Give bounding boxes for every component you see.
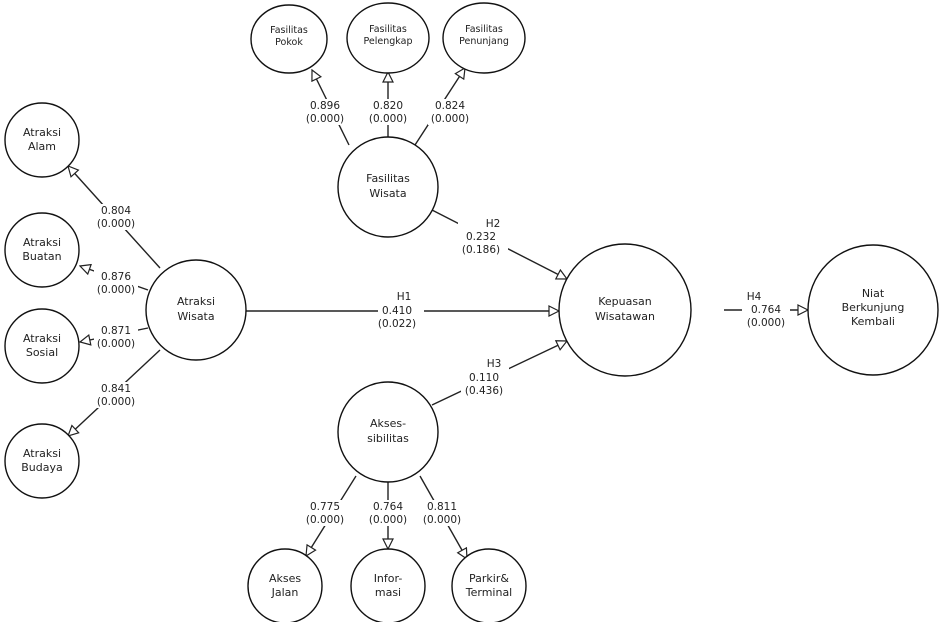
loading-parkir-terminal-value: 0.811 xyxy=(427,501,457,513)
fasilitas-penunjang-label-line1: Fasilitas xyxy=(465,24,503,35)
loading-fasilitas-penunjang-p: (0.000) xyxy=(431,113,469,125)
label-bg xyxy=(94,270,138,296)
h4-p: (0.000) xyxy=(747,317,785,329)
node-akses-jalan: Akses Jalan xyxy=(247,548,323,624)
kepuasan-wisatawan-label-line1: Kepuasan xyxy=(598,295,652,308)
h1-p: (0.022) xyxy=(378,318,416,330)
niat-label-line1: Niat xyxy=(862,287,885,300)
node-fasilitas-penunjang: Fasilitas Penunjang xyxy=(442,2,526,74)
label-bg xyxy=(420,500,464,526)
loading-informasi-value: 0.764 xyxy=(373,501,403,513)
node-parkir-terminal: Parkir& Terminal xyxy=(451,548,527,624)
h3-value: 0.110 xyxy=(469,372,499,384)
h3-label: H3 xyxy=(487,358,502,370)
niat-label-line3: Kembali xyxy=(851,315,895,328)
atraksi-buatan-label-line2: Buatan xyxy=(22,250,61,263)
atraksi-alam-label-line2: Alam xyxy=(28,140,56,153)
fasilitas-pokok-label-line1: Fasilitas xyxy=(270,25,308,36)
h4-label: H4 xyxy=(747,291,762,303)
loading-fasilitas-pelengkap-p: (0.000) xyxy=(369,113,407,125)
fasilitas-penunjang-label-line2: Penunjang xyxy=(459,36,509,47)
atraksi-budaya-label-line2: Budaya xyxy=(21,461,63,474)
loading-atraksi-alam-p: (0.000) xyxy=(97,218,135,230)
niat-label-line2: Berkunjung xyxy=(842,301,905,314)
parkir-terminal-label-line2: Terminal xyxy=(465,586,513,599)
label-bg xyxy=(428,99,472,125)
atraksi-budaya-label-line1: Atraksi xyxy=(23,447,61,460)
label-bg xyxy=(366,500,410,526)
label-bg xyxy=(303,99,347,125)
loading-fasilitas-pokok-p: (0.000) xyxy=(306,113,344,125)
node-atraksi-buatan: Atraksi Buatan xyxy=(4,212,80,288)
loading-informasi-p: (0.000) xyxy=(369,514,407,526)
h3-p: (0.436) xyxy=(465,385,503,397)
fasilitas-pelengkap-label-line1: Fasilitas xyxy=(369,24,407,35)
loading-akses-jalan-p: (0.000) xyxy=(306,514,344,526)
loading-atraksi-budaya-p: (0.000) xyxy=(97,396,135,408)
informasi-label-line2: masi xyxy=(375,586,401,599)
loading-atraksi-sosial-value: 0.871 xyxy=(101,325,131,337)
fasilitas-pelengkap-label-line2: Pelengkap xyxy=(364,36,413,47)
label-bg xyxy=(378,290,424,330)
label-bg xyxy=(94,324,138,350)
loading-atraksi-budaya-value: 0.841 xyxy=(101,383,131,395)
node-atraksi-alam: Atraksi Alam xyxy=(4,102,80,178)
label-bg xyxy=(458,217,508,256)
atraksi-wisata-label-line1: Atraksi xyxy=(177,295,215,308)
node-atraksi-wisata: Atraksi Wisata xyxy=(145,259,247,361)
h1-label: H1 xyxy=(397,291,412,303)
loading-fasilitas-pelengkap-value: 0.820 xyxy=(373,100,403,112)
h1-value: 0.410 xyxy=(382,305,412,317)
atraksi-wisata-label-line2: Wisata xyxy=(177,310,214,323)
label-bg xyxy=(94,382,138,408)
loading-atraksi-buatan-value: 0.876 xyxy=(101,271,131,283)
label-bg xyxy=(742,290,790,330)
h2-p: (0.186) xyxy=(462,244,500,256)
label-bg xyxy=(366,99,410,125)
loading-atraksi-sosial-p: (0.000) xyxy=(97,338,135,350)
fasilitas-pokok-label-line2: Pokok xyxy=(275,37,303,48)
node-fasilitas-pelengkap: Fasilitas Pelengkap xyxy=(346,2,430,74)
loading-fasilitas-penunjang-value: 0.824 xyxy=(435,100,465,112)
atraksi-alam-label-line1: Atraksi xyxy=(23,126,61,139)
loading-fasilitas-pokok-value: 0.896 xyxy=(310,100,340,112)
informasi-label-line1: Infor- xyxy=(374,572,403,585)
atraksi-buatan-label-line1: Atraksi xyxy=(23,236,61,249)
label-bg xyxy=(94,204,138,230)
loading-atraksi-buatan-p: (0.000) xyxy=(97,284,135,296)
loading-atraksi-alam-value: 0.804 xyxy=(101,205,131,217)
parkir-terminal-label-line1: Parkir& xyxy=(469,572,509,585)
node-aksesibilitas: Akses- sibilitas xyxy=(337,381,439,483)
h4-value: 0.764 xyxy=(751,304,781,316)
node-fasilitas-pokok: Fasilitas Pokok xyxy=(250,4,328,74)
fasilitas-wisata-label-line1: Fasilitas xyxy=(366,172,410,185)
fasilitas-wisata-label-line2: Wisata xyxy=(369,187,406,200)
akses-jalan-label-line1: Akses xyxy=(269,572,301,585)
akses-jalan-label-line2: Jalan xyxy=(271,586,299,599)
loading-akses-jalan-value: 0.775 xyxy=(310,501,340,513)
aksesibilitas-label-line2: sibilitas xyxy=(367,432,409,445)
node-niat-berkunjung-kembali: Niat Berkunjung Kembali xyxy=(807,244,939,376)
aksesibilitas-label-line1: Akses- xyxy=(370,417,406,430)
node-kepuasan-wisatawan: Kepuasan Wisatawan xyxy=(558,243,692,377)
node-fasilitas-wisata: Fasilitas Wisata xyxy=(337,136,439,238)
h2-value: 0.232 xyxy=(466,231,496,243)
kepuasan-wisatawan-label-line2: Wisatawan xyxy=(595,310,655,323)
h2-label: H2 xyxy=(486,218,501,230)
loading-parkir-terminal-p: (0.000) xyxy=(423,514,461,526)
atraksi-sosial-label-line1: Atraksi xyxy=(23,332,61,345)
label-bg xyxy=(461,357,509,397)
node-atraksi-sosial: Atraksi Sosial xyxy=(4,308,80,384)
node-atraksi-budaya: Atraksi Budaya xyxy=(4,423,80,499)
node-informasi: Infor- masi xyxy=(350,548,426,624)
label-bg xyxy=(303,500,347,526)
atraksi-sosial-label-line2: Sosial xyxy=(26,346,58,359)
